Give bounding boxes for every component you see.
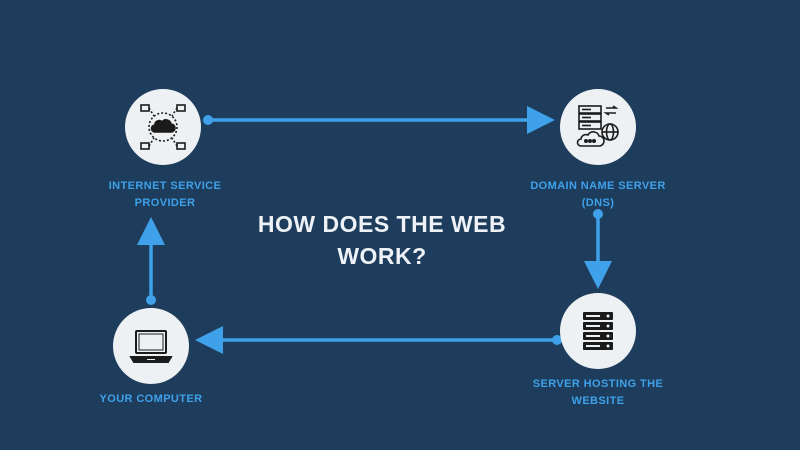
computer-node	[113, 308, 189, 384]
hosting-label-line2: WEBSITE	[571, 395, 625, 407]
dns-label-line2: (DNS)	[581, 197, 615, 209]
arrow-hosting-to-computer	[195, 326, 562, 354]
laptop-icon	[129, 330, 173, 363]
dns-server-globe-icon	[576, 105, 619, 147]
isp-label-line1: INTERNET SERVICE	[108, 180, 222, 192]
cloud-network-icon	[140, 104, 186, 150]
computer-label-line1: YOUR COMPUTER	[99, 393, 203, 405]
server-rack-icon	[583, 312, 613, 350]
dns-label-line1: DOMAIN NAME SERVER	[530, 180, 666, 192]
isp-label-line2: PROVIDER	[134, 197, 196, 209]
arrow-computer-to-isp	[137, 217, 165, 305]
title-line2: WORK?	[337, 243, 427, 269]
arrow-isp-to-dns	[203, 106, 555, 134]
title-line1: HOW DOES THE WEB	[257, 211, 507, 237]
isp-node	[125, 89, 201, 165]
diagram-title: HOW DOES THE WEB WORK?	[232, 208, 532, 272]
dns-node	[560, 89, 636, 165]
dns-label: DOMAIN NAME SERVER (DNS)	[513, 178, 683, 212]
isp-label: INTERNET SERVICE PROVIDER	[80, 178, 250, 212]
computer-label: YOUR COMPUTER	[66, 391, 236, 408]
hosting-label-line1: SERVER HOSTING THE	[532, 378, 664, 390]
hosting-label: SERVER HOSTING THE WEBSITE	[513, 376, 683, 410]
arrow-dns-to-hosting	[584, 209, 612, 289]
hosting-node	[560, 293, 636, 369]
